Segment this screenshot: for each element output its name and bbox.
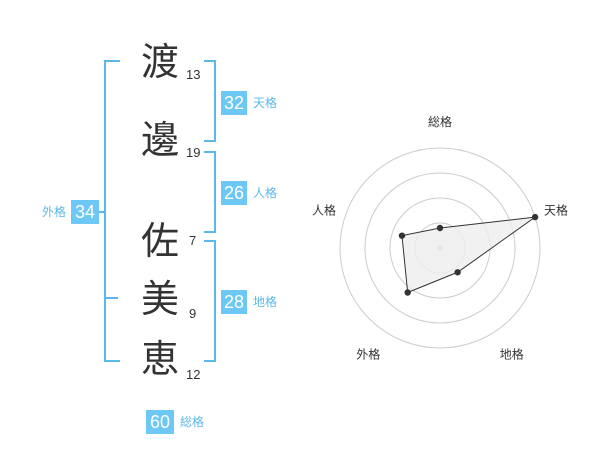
radar-point-4 <box>404 289 411 296</box>
stroke-count-1: 13 <box>186 67 201 82</box>
name-char-4: 美 <box>140 277 179 321</box>
stroke-count-4: 9 <box>189 306 197 321</box>
chikaku-bracket <box>204 240 216 362</box>
jinkaku-label: 人格 <box>253 186 278 200</box>
gaikaku-badge: 34 <box>71 200 99 224</box>
radar-axis-label-3: 地格 <box>500 347 524 360</box>
jinkaku-badge: 26 <box>221 181 247 205</box>
jinkaku-bracket <box>204 151 216 233</box>
gaikaku-bracket <box>104 60 120 362</box>
gaikaku-bracket-connector <box>98 211 106 213</box>
name-char-2: 邊 <box>140 118 179 162</box>
stroke-count-3: 7 <box>189 233 197 248</box>
tenkaku-label: 天格 <box>253 96 278 110</box>
radar-point-2 <box>531 213 539 221</box>
name-char-5: 恵 <box>140 337 179 381</box>
tenkaku-badge: 32 <box>221 91 247 115</box>
radar-axis-label-1: 総格 <box>428 114 452 129</box>
radar-point-3 <box>454 269 461 276</box>
name-char-1: 渡 <box>140 40 179 84</box>
radar-ring <box>364 172 516 324</box>
radar-ring <box>339 147 541 349</box>
stroke-count-2: 19 <box>186 145 201 160</box>
gaikaku-bracket-tick <box>104 297 118 299</box>
radar-axis-label-2: 天格 <box>544 202 568 217</box>
radar-point-5 <box>398 232 406 239</box>
stroke-count-5: 12 <box>186 367 201 382</box>
soukaku-label: 総格 <box>180 415 205 429</box>
chikaku-badge: 28 <box>221 290 247 314</box>
soukaku-badge: 60 <box>146 410 174 434</box>
radar-axis-label-4: 外格 <box>356 347 380 360</box>
chikaku-label: 地格 <box>253 295 278 309</box>
gaikaku-label: 外格 <box>42 205 67 219</box>
radar-point-1 <box>436 224 444 232</box>
radar-axis-label-5: 人格 <box>312 202 336 217</box>
radar-series-area <box>401 216 536 294</box>
name-char-3: 佐 <box>140 219 179 263</box>
tenkaku-bracket <box>204 60 216 142</box>
